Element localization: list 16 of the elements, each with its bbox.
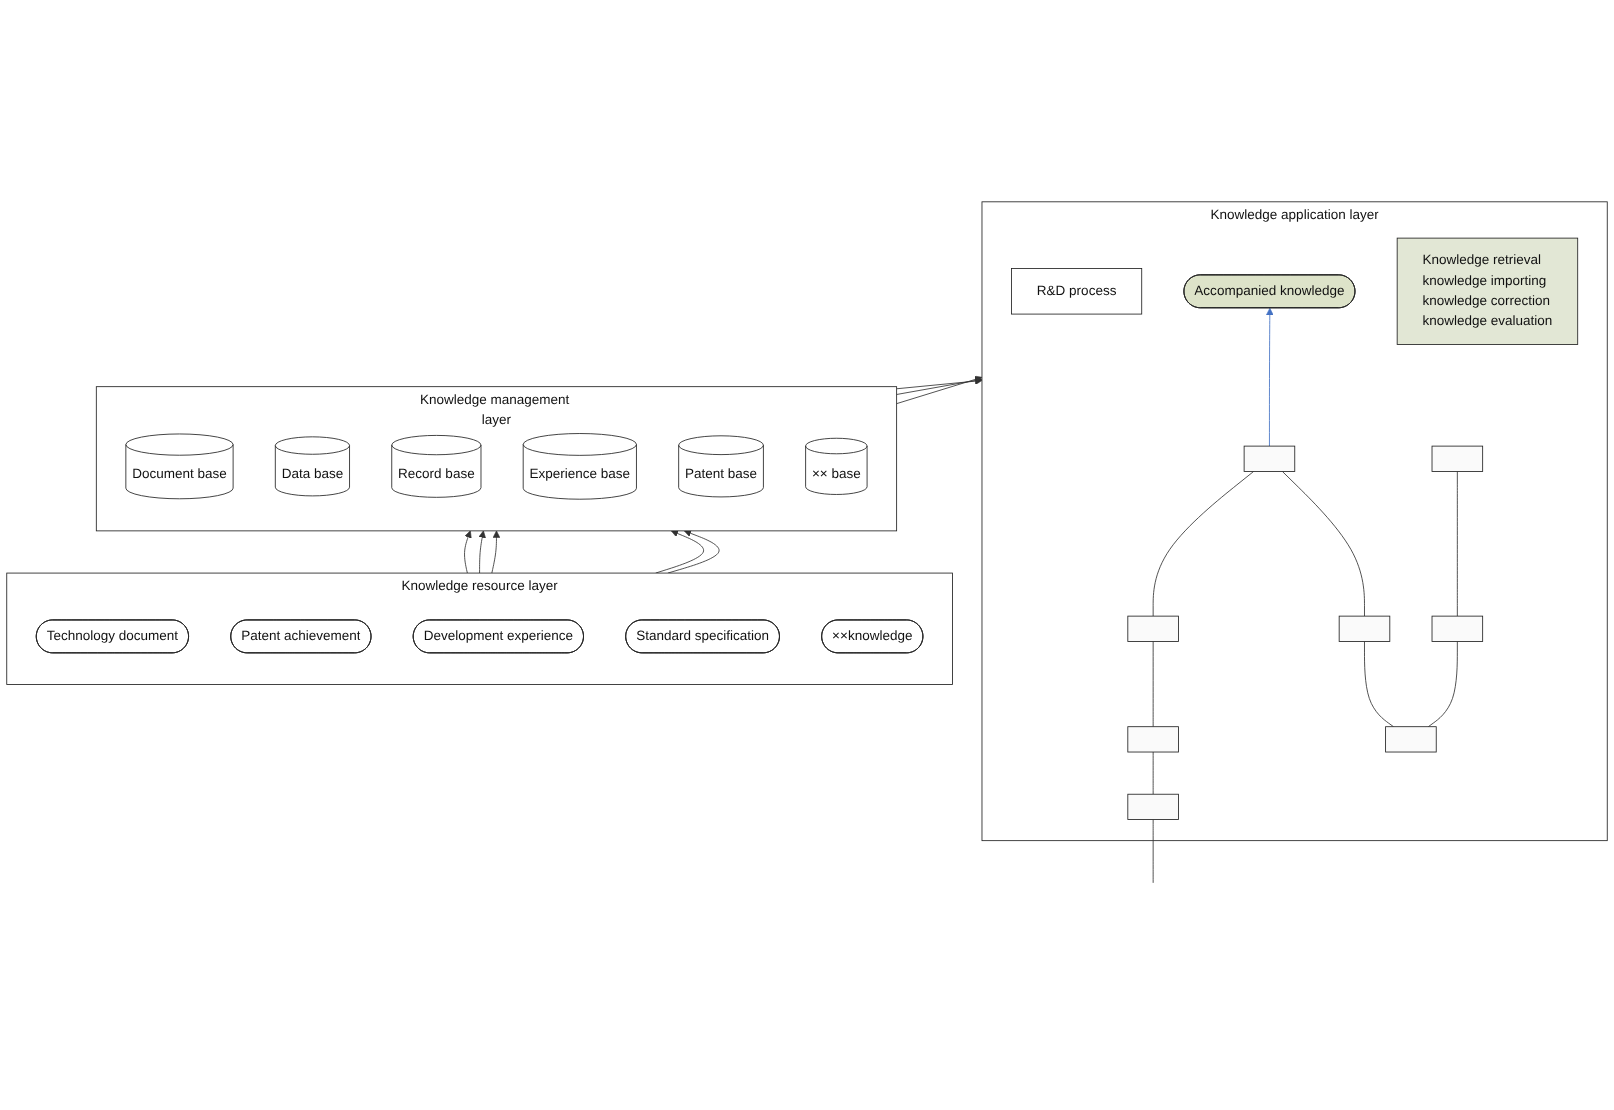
connector xyxy=(1152,471,1255,617)
node-box xyxy=(1338,615,1391,642)
node-box xyxy=(1431,445,1484,472)
connector xyxy=(1152,641,1154,728)
node-box xyxy=(1431,615,1484,642)
connector xyxy=(1281,471,1365,617)
connector xyxy=(1152,751,1154,795)
node-box xyxy=(1127,726,1179,753)
node-box xyxy=(1127,615,1179,642)
node-box xyxy=(1243,445,1296,472)
node-box xyxy=(1385,726,1437,753)
connector xyxy=(1456,471,1458,617)
node-box xyxy=(1127,793,1179,820)
connector xyxy=(1152,819,1154,884)
connector xyxy=(1427,641,1458,728)
connector xyxy=(1364,641,1394,728)
